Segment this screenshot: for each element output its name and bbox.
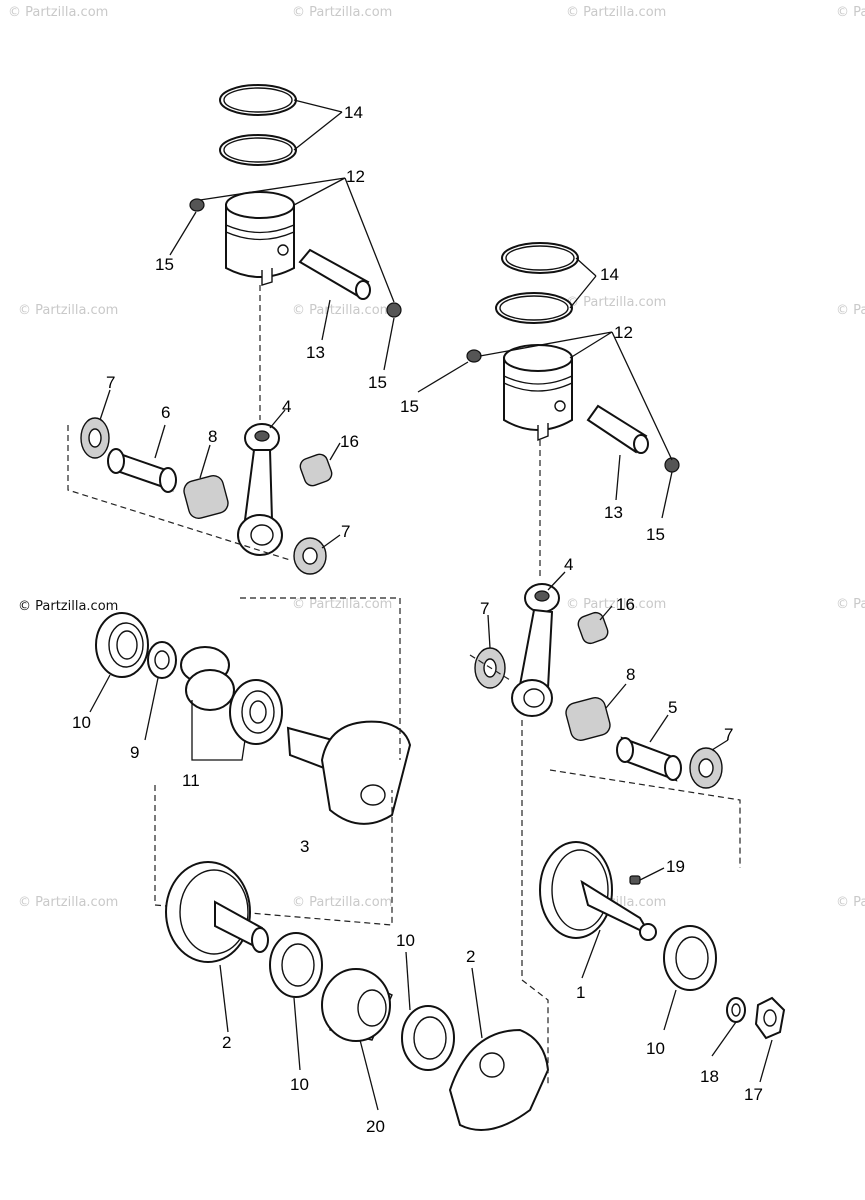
watermark: © Partzilla.com [836,5,865,20]
watermark: © Partzilla.com [836,895,865,910]
right-piston-pin [586,404,649,454]
center-bearing-10a [269,932,323,998]
callout-8: 8 [208,427,217,446]
callout-10: 10 [396,931,415,950]
callout-3: 3 [300,837,309,856]
watermark: © Partzilla.com [292,303,392,318]
callout-12: 12 [346,167,365,186]
callout-7: 7 [724,725,733,744]
left-snap-rings-11 [180,646,235,711]
watermark: © Partzilla.com [566,597,666,612]
watermark: © Partzilla.com [292,895,392,910]
callout-5: 5 [668,698,677,717]
left-main-bearing [229,679,283,745]
callout-16: 16 [340,432,359,451]
right-assembly-bracket [469,654,741,868]
right-thrust-washer-right [689,747,723,789]
callout-15: 15 [155,255,174,274]
left-piston-pin [298,248,371,300]
callout-16: 16 [616,595,635,614]
callout-12: 12 [614,323,633,342]
callout-20: 20 [366,1117,385,1136]
left-thrust-washers [80,417,327,575]
center-bearing-10b [401,1005,455,1071]
callout-4: 4 [564,555,573,574]
callout-10: 10 [72,713,91,732]
right-connecting-rod [511,583,560,717]
callout-9: 9 [130,743,139,762]
callout-7: 7 [480,599,489,618]
watermark: © Partzilla.com [836,303,865,318]
watermark: © Partzilla.com [18,895,118,910]
right-big-end-bearing [565,697,611,741]
left-crankshaft-half-3 [286,720,412,825]
right-washer-18 [726,997,746,1023]
callout-11: 11 [182,771,200,790]
left-washer-9 [147,641,177,679]
left-crank-bracket [240,597,401,760]
callout-10: 10 [646,1039,665,1058]
callout-15: 15 [400,397,419,416]
right-piston [503,344,573,442]
right-piston-rings [495,242,579,324]
watermark-prominent: © Partzilla.com [18,599,118,614]
center-labyrinth-seal-20 [321,968,393,1042]
callout-2: 2 [466,947,475,966]
leader-lines [89,99,773,1111]
callout-2: 2 [222,1033,231,1052]
callout-14: 14 [600,265,619,284]
callout-7: 7 [106,373,115,392]
right-lower-bracket [521,720,549,1085]
watermark: © Partzilla.com [292,597,392,612]
callout-7: 7 [341,522,350,541]
watermarks: © Partzilla.com © Partzilla.com © Partzi… [8,5,865,910]
watermark: © Partzilla.com [8,5,108,20]
left-crank-bearing-10 [95,612,149,678]
callout-6: 6 [161,403,170,422]
right-small-end-bearing [577,611,609,645]
left-crank-pin [107,448,177,493]
watermark: © Partzilla.com [566,5,666,20]
callout-19: 19 [666,857,685,876]
callout-15: 15 [646,525,665,544]
left-piston-rings [219,84,297,166]
lower-crank-bracket [154,785,393,926]
left-small-end-bearing [299,453,333,487]
watermark: © Partzilla.com [836,597,865,612]
left-piston [225,191,295,286]
right-crankshaft-1 [539,841,657,941]
callout-18: 18 [700,1067,719,1086]
right-crank-pin-5 [616,736,682,782]
watermark: © Partzilla.com [292,5,392,20]
callout-1: 1 [576,983,585,1002]
right-flywheel-half-2 [448,1028,550,1131]
right-bearing-10 [663,925,717,991]
callout-numbers: 14 12 15 13 15 7 6 8 4 16 7 10 9 11 3 14… [72,103,763,1136]
left-circlips [189,198,402,318]
right-nut-17 [754,996,786,1040]
callout-10: 10 [290,1075,309,1094]
left-flywheel-half-2 [165,861,269,963]
callout-8: 8 [626,665,635,684]
callout-13: 13 [306,343,325,362]
callout-13: 13 [604,503,623,522]
watermark: © Partzilla.com [18,303,118,318]
left-connecting-rod [237,423,283,556]
watermark: © Partzilla.com [566,295,666,310]
callout-17: 17 [744,1085,763,1104]
callout-15: 15 [368,373,387,392]
callout-4: 4 [282,397,291,416]
callout-14: 14 [344,103,363,122]
right-key-19 [629,875,641,885]
left-assembly-bracket [67,425,291,561]
left-big-end-bearing [183,475,229,519]
